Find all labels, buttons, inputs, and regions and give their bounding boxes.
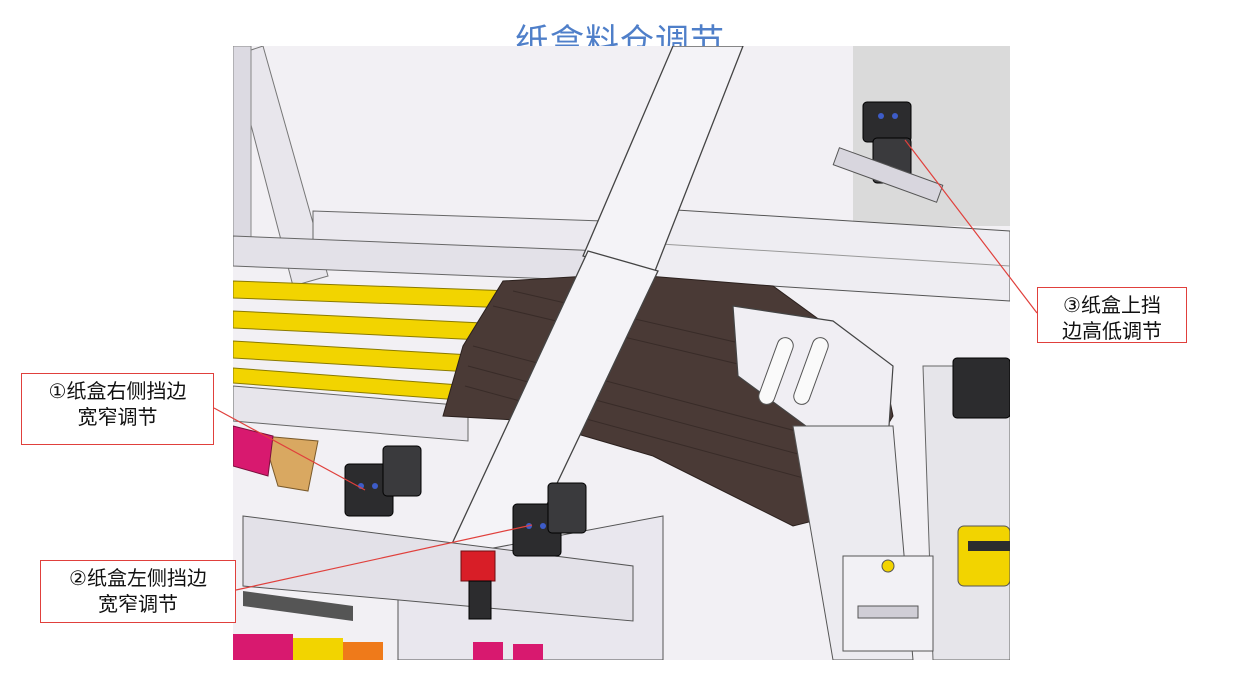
frame-post-left — [233, 46, 329, 287]
guide-rod-1 — [758, 337, 794, 405]
callout-3-line-2: 边高低调节 — [1062, 319, 1162, 343]
bottom-colored-parts — [233, 634, 543, 660]
callout-1-line-1: ①纸盒右侧挡边 — [48, 379, 187, 403]
callout-3-line-1: ③纸盒上挡 — [1063, 293, 1161, 317]
callout-right-guide-width: ①纸盒右侧挡边 宽窄调节 — [21, 373, 214, 445]
lower-right-bracket — [842, 555, 934, 652]
callout-top-guide-height: ③纸盒上挡 边高低调节 — [1037, 287, 1187, 343]
motor-right-side — [952, 357, 1010, 419]
chain-drive — [957, 525, 1010, 587]
machine-render — [233, 46, 1010, 660]
callout-left-guide-width: ②纸盒左侧挡边 宽窄调节 — [40, 560, 236, 623]
callout-2-line-1: ②纸盒左侧挡边 — [69, 566, 207, 590]
callout-1-line-2: 宽窄调节 — [77, 405, 158, 429]
machine-drawing — [233, 46, 1010, 660]
guide-rod-2 — [793, 337, 829, 405]
callout-2-line-2: 宽窄调节 — [98, 592, 178, 616]
frame-post-edge — [233, 46, 252, 257]
front-plate-edge — [243, 591, 353, 621]
